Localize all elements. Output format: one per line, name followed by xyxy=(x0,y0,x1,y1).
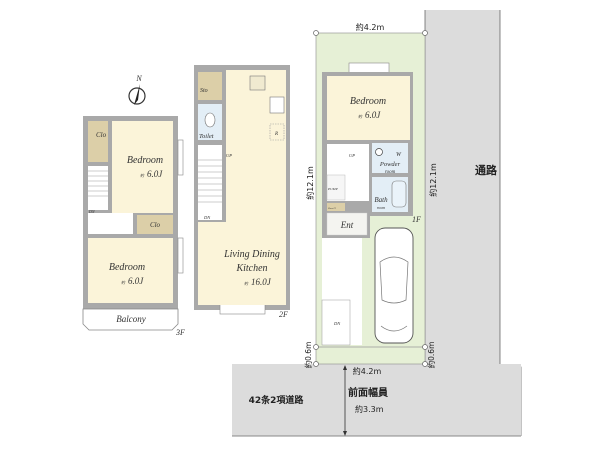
side-road-label: 通路 xyxy=(475,163,498,177)
room-label-bedroom: Bedroom xyxy=(109,262,145,273)
room-label-bath: Bath xyxy=(374,196,388,204)
floor-label: 2F xyxy=(279,310,288,319)
room-label-bedroom: Bedroom xyxy=(350,96,386,107)
room-label-bath-2: room xyxy=(377,205,385,210)
stairs-up-label: UP xyxy=(349,153,355,158)
room-size: 16.0J xyxy=(251,277,272,287)
room-label-closet: Clo xyxy=(96,131,107,139)
room-label-refrigerator: R xyxy=(274,132,278,137)
dimension-left-depth: 約12.1m xyxy=(305,166,315,200)
size-prefix: 約 xyxy=(244,281,249,286)
stairs-up-label: UP xyxy=(226,153,232,158)
room-label-powder-room-2: room xyxy=(385,170,396,175)
floor-label: 3F xyxy=(175,328,185,337)
floor-2-plan: Sto Toilet R UP DN Living Dining Kitchen… xyxy=(194,65,290,319)
room-label-balcony: Balcony xyxy=(116,314,146,324)
front-width-value: 約3.3m xyxy=(355,404,384,414)
front-road xyxy=(232,364,521,436)
floor-label: 1F xyxy=(412,215,421,224)
room-label-ldk: Living Dining xyxy=(223,249,280,260)
room-label-bedroom: Bedroom xyxy=(127,155,163,166)
room-label-closet: Clo xyxy=(150,221,161,229)
room-label-powder-room: Powder xyxy=(379,161,401,168)
floor-1-plan: Bedroom 約 6.0J UP W Powder room PUMP Bat… xyxy=(321,62,421,346)
room-label-ldk-2: Kitchen xyxy=(235,263,267,274)
dimension-right-setback: 約0.6m xyxy=(426,342,436,369)
bathtub-icon xyxy=(391,180,407,208)
car-icon xyxy=(374,227,414,344)
floor-3-plan: Clo Bedroom 約 6.0J DN Clo Bedroom 約 6.0J… xyxy=(82,116,185,337)
side-road xyxy=(425,10,500,368)
room-size: 6.0J xyxy=(365,110,381,120)
stairs-down-label: DN xyxy=(203,215,211,220)
dimension-left-setback: 約0.6m xyxy=(303,342,313,369)
stove-icon xyxy=(249,75,266,91)
dimension-bottom-width: 約4.2m xyxy=(353,366,382,376)
dimension-right-depth: 約12.1m xyxy=(428,163,438,197)
room-label-toilet: Toilet xyxy=(199,133,214,140)
stairs-label: DN xyxy=(88,209,95,214)
compass-north-label: N xyxy=(135,74,142,83)
room-size: 6.0J xyxy=(147,169,163,179)
front-road-label: 42条2項道路 xyxy=(249,394,305,406)
size-prefix: 約 xyxy=(121,280,126,285)
room-size: 6.0J xyxy=(128,276,144,286)
size-prefix: 約 xyxy=(358,114,363,119)
size-prefix: 約 xyxy=(140,173,145,178)
room-label-entrance: Ent xyxy=(340,220,354,230)
front-width-label: 前面幅員 xyxy=(348,386,388,399)
outside-stairs-label: DN xyxy=(333,321,341,326)
room-label-shoe-closet: Shoe Cl xyxy=(328,207,336,210)
north-compass-icon: N xyxy=(128,74,146,105)
room-label-washer: W xyxy=(396,152,402,158)
room-label-storage: Sto xyxy=(200,88,208,94)
sink-icon xyxy=(269,96,285,114)
room-label-pump: PUMP xyxy=(327,187,339,191)
lot-corner-markers xyxy=(313,30,428,367)
washbasin-icon xyxy=(375,148,383,156)
dimension-top-width: 約4.2m xyxy=(356,22,385,32)
